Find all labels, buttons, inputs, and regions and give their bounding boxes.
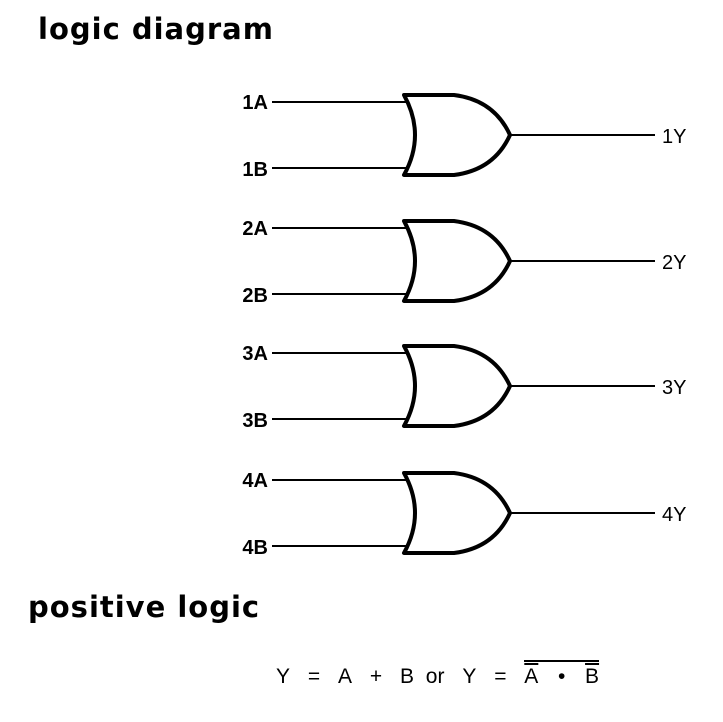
input-a-label: 1A [242, 92, 268, 114]
output-label: 2Y [662, 252, 686, 274]
formula-or: or [425, 665, 445, 688]
output-label: 1Y [662, 126, 686, 148]
formula-plus: + [369, 665, 383, 688]
formula-equals-1: = [307, 665, 321, 688]
formula-dot: • [558, 665, 566, 688]
or-gate-3: 3A 3B 3Y [242, 343, 686, 432]
input-b-label: 2B [242, 285, 268, 307]
or-gate-symbol [402, 93, 512, 177]
formula-a-bar: A [524, 665, 539, 688]
formula-b-bar: B [585, 665, 600, 688]
or-gate-2: 2A 2B 2Y [242, 218, 686, 307]
output-label: 4Y [662, 504, 686, 526]
formula-a: A [337, 665, 352, 688]
input-a-label: 3A [242, 343, 268, 365]
formula-equals-2: = [494, 665, 507, 688]
or-gate-symbol [402, 219, 512, 303]
output-label: 3Y [662, 377, 686, 399]
gates-layer: 1A 1B 1Y 2A 2B 2Y 3A 3B 3Y 4A 4B 4Y [242, 92, 686, 559]
formula-y-left: Y [276, 665, 291, 688]
diagram-title: logic diagram [38, 12, 274, 46]
formula-y-right: Y [462, 665, 477, 688]
input-b-label: 1B [242, 159, 268, 181]
formula-b: B [399, 665, 414, 688]
boolean-formula: Y = A + B or Y = A • B [276, 660, 600, 689]
or-gate-1: 1A 1B 1Y [242, 92, 686, 181]
input-b-label: 3B [242, 410, 268, 432]
formula-nand-expression: A • B [524, 660, 600, 689]
or-gate-symbol [402, 471, 512, 555]
or-gate-symbol [402, 344, 512, 428]
or-gate-4: 4A 4B 4Y [242, 470, 686, 559]
positive-logic-heading: positive logic [28, 590, 261, 624]
input-a-label: 2A [242, 218, 268, 240]
input-a-label: 4A [242, 470, 268, 492]
input-b-label: 4B [242, 537, 268, 559]
